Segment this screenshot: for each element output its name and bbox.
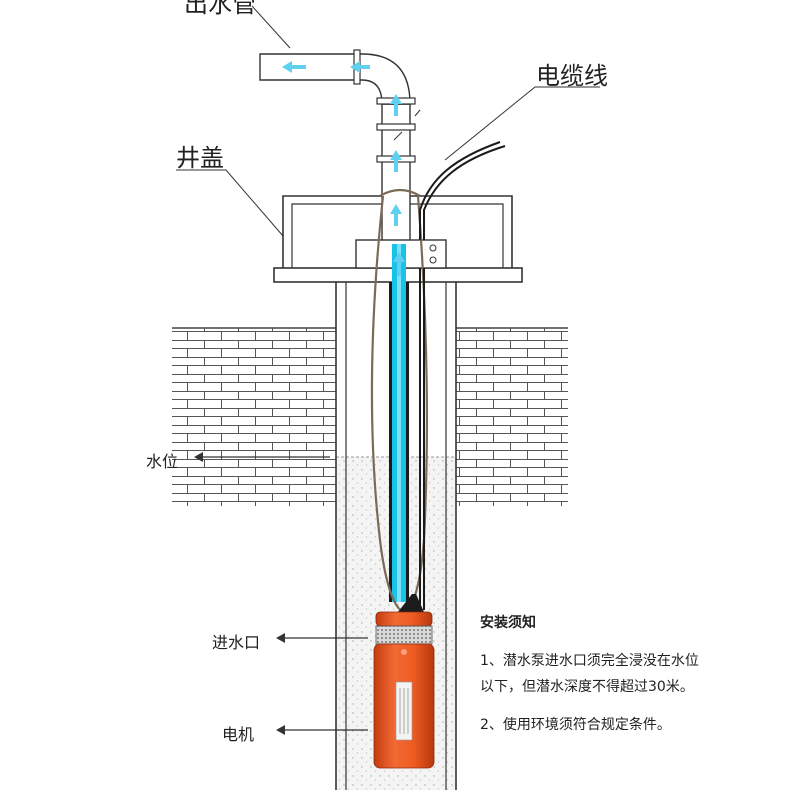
label-water-inlet: 进水口 [212,633,261,652]
leader-lines [176,5,600,237]
flow-arrow-left-icon [350,61,370,73]
notes-title: 安装须知 [480,615,536,631]
label-cable: 电缆线 [536,62,608,90]
arrow-water-inlet-icon [276,633,368,643]
leader-outlet-pipe [251,5,291,49]
outlet-pipe-horizontal [259,49,416,105]
flow-arrows [282,61,405,276]
label-outlet-pipe: 出水管 [184,0,256,18]
flow-arrow-up-icon [390,94,402,116]
label-motor: 电机 [222,725,255,744]
submersible-pump [373,594,435,769]
water-tube [389,244,409,602]
arrow-water-level-icon [194,452,330,462]
ground-left [172,327,336,506]
flow-arrow-up-icon [393,252,405,276]
power-cable [419,141,506,610]
callout-arrows [194,452,368,735]
note-item-1-line-1: 1、潜水泵进水口须完全浸没在水位 [480,653,699,669]
note-item-2: 2、使用环境须符合规定条件。 [480,717,671,733]
note-item-1-line-2: 以下，但潜水深度不得超过30米。 [480,679,694,695]
flow-arrow-up-icon [390,150,402,172]
installation-notes: 安装须知 1、潜水泵进水口须完全浸没在水位 以下，但潜水深度不得超过30米。 2… [480,612,780,738]
flow-arrow-left-icon [282,61,306,73]
flow-arrow-up-icon [390,204,402,226]
leader-cable [444,86,600,161]
ground-right [456,327,568,506]
leader-well-cover [176,169,284,237]
label-well-cover: 井盖 [176,144,224,172]
arrow-motor-icon [276,725,368,735]
label-water-level: 水位 [146,452,179,471]
